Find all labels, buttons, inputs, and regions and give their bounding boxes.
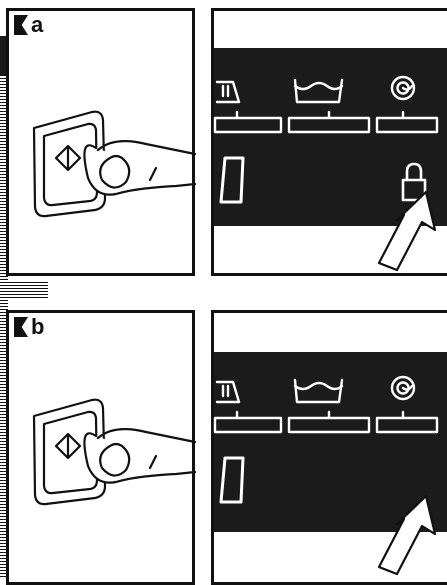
finger-press-illustration (6, 8, 195, 276)
edge-hatching-mid (0, 282, 48, 300)
display-panel-b (211, 310, 447, 579)
finger-press-illustration (6, 310, 195, 579)
display-panel-a (211, 8, 447, 276)
